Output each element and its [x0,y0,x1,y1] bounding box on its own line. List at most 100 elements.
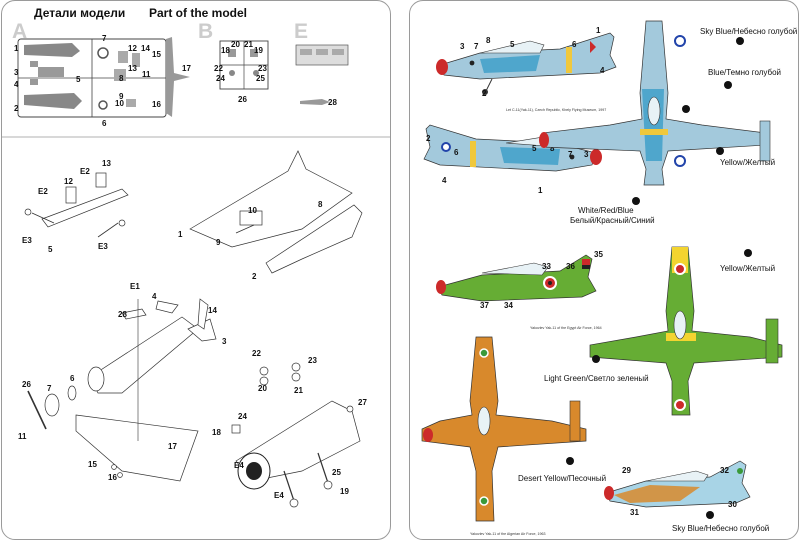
egypt-color-callouts: Yellow/Желтый Light Green/Светло зеленый [544,249,775,383]
callout-number: 30 [728,500,737,509]
label-white-red-blue-2: Белый/Красный/Синий [570,216,655,225]
callout-number: 35 [594,250,603,259]
part-number: 16 [108,473,117,482]
czech-top-view [539,20,771,186]
callout-number: 5 [510,40,515,49]
czech-profile-upper [436,32,617,95]
label-white-red-blue-1: White/Red/Blue [578,206,634,215]
part-number: 6 [70,374,75,383]
part-number: 11 [142,70,151,79]
callout-number: 3 [460,42,465,51]
callout-number: 8 [486,36,491,45]
part-number: 12 [128,44,137,53]
part-number: 13 [128,64,137,73]
algeria-profile [604,460,751,508]
callout-number: 6 [572,40,577,49]
callout-number: 33 [542,262,551,271]
part-number: E2 [80,167,90,176]
step4-drawing [259,362,301,386]
part-number: 6 [102,119,107,128]
step3-labels: E1 4 28 14 3 6 7 26 11 17 15 16 [18,282,227,482]
egypt-caption: Yakovlev Yak-11 of the Egypt Air Force, … [530,326,602,330]
part-number: 16 [152,100,161,109]
part-number: 25 [332,468,341,477]
step5-drawing [231,400,361,508]
assembly-sheet: Детали модели Part of the model A B E 1 … [1,0,391,540]
part-number: 18 [212,428,221,437]
part-number: 19 [254,46,263,55]
part-number: 2 [14,104,19,113]
part-number: 10 [248,206,257,215]
part-number: 8 [318,200,323,209]
part-number: 4 [14,80,19,89]
part-number: 27 [358,398,367,407]
part-number: 15 [152,50,161,59]
part-number: 17 [182,64,191,73]
label-yellow-czech: Yellow/Желтый [720,158,775,167]
callout-number: 6 [454,148,459,157]
czech-profile-lower [423,124,602,172]
step4-labels: 22 20 23 21 [252,349,317,395]
czech-upper-callouts: 1 2 3 4 5 6 7 8 [460,26,605,98]
czech-lower-callouts: 2 6 5 8 7 3 4 1 [426,134,589,195]
step3-drawing [27,298,217,482]
part-number: 17 [168,442,177,451]
callout-number: 8 [550,144,555,153]
step2-drawing [189,150,363,274]
egypt-profile [436,254,597,302]
part-number: 23 [258,64,267,73]
parts-title-ru: Детали модели [34,6,125,20]
part-number: 21 [244,40,253,49]
part-number: 18 [221,46,230,55]
part-number: 14 [141,44,150,53]
part-number: 24 [238,412,247,421]
algeria-top-view [421,336,587,522]
part-number: 3 [14,68,19,77]
callout-number: 7 [568,150,573,159]
parts-title-en: Part of the model [149,6,247,20]
egypt-callouts: 33 36 35 37 34 [480,250,603,310]
callout-number: 5 [532,144,537,153]
callout-number: 4 [600,66,605,75]
part-number: 1 [14,44,19,53]
label-light-green: Light Green/Светло зеленый [544,374,649,383]
sprue-letter-a: A [12,20,27,43]
czech-color-callouts: Sky Blue/Небесно голубой Blue/Темно голу… [570,27,797,225]
label-sky-blue: Sky Blue/Небесно голубой [700,27,797,36]
part-number: 24 [216,74,225,83]
sprue-letter-b: B [198,20,213,43]
sprue-b-part-numbers: 18 19 20 21 22 23 24 25 26 [214,40,267,104]
callout-number: 1 [596,26,601,35]
part-number: 13 [102,159,111,168]
callout-number: 31 [630,508,639,517]
sprue-b [219,40,269,90]
part-number: 7 [102,34,107,43]
step1-drawing [24,172,129,238]
part-number: 12 [64,177,73,186]
step1-labels: 13 12 E2 E2 5 E3 E3 [22,159,111,254]
part-number: 14 [208,306,217,315]
callout-number: 29 [622,466,631,475]
part-number: 2 [252,272,257,281]
sprue-letter-e: E [294,20,308,43]
label-blue: Blue/Темно голубой [708,68,781,77]
label-desert-yellow: Desert Yellow/Песочный [518,474,606,483]
callout-number: 3 [584,150,589,159]
part-number: 20 [258,384,267,393]
algeria-caption: Yakovlev Yak-11 of the Algerian Air Forc… [470,532,545,536]
part-number: 7 [47,384,52,393]
part-number: E2 [38,187,48,196]
part-number: 23 [308,356,317,365]
sprue-e [295,44,349,105]
sprue-a-part-numbers: 1 2 3 4 5 6 7 8 9 10 11 12 13 14 15 16 1… [14,34,191,128]
callout-number: 4 [442,176,447,185]
callout-number: 34 [504,301,513,310]
sprue-a [17,37,190,118]
callout-number: 1 [538,186,543,195]
algeria-callouts: 29 32 31 30 [622,466,737,517]
part-number: 9 [119,92,124,101]
callout-number: 32 [720,466,729,475]
part-number: 15 [88,460,97,469]
step5-labels: 27 18 24 E4 E4 25 19 [212,398,367,500]
part-number: 1 [178,230,183,239]
